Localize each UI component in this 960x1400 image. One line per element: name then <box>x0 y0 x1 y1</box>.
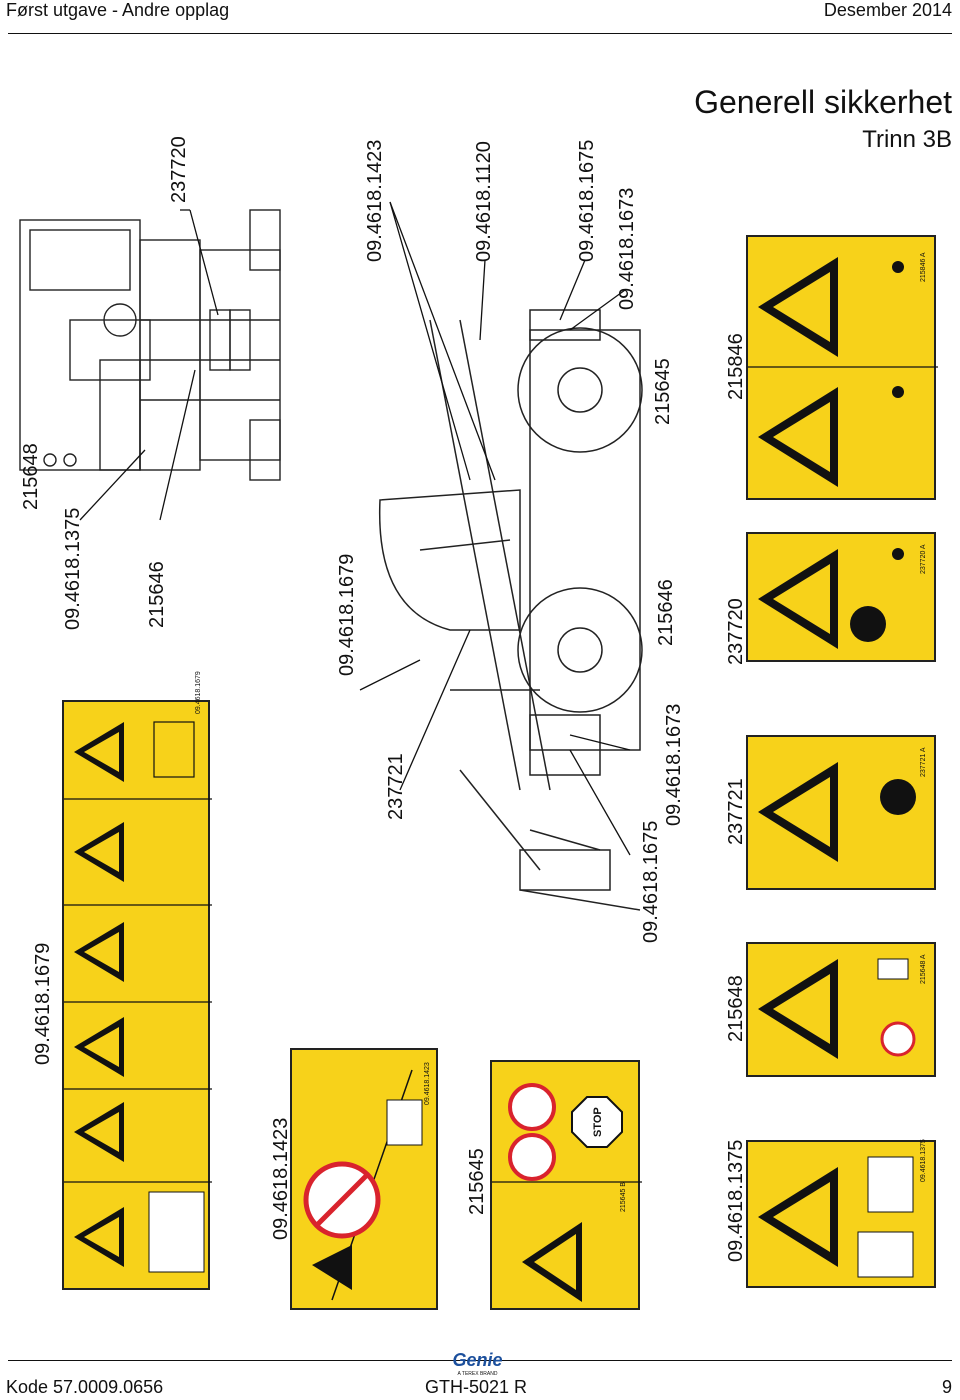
leader-lines-central <box>359 201 631 856</box>
label-4618-1679-left: 09.4618.1679 <box>32 942 54 1065</box>
decal-215648: 215648 A <box>746 942 936 1077</box>
page-subtitle: Trinn 3B <box>862 126 952 153</box>
decal-09-4618-1679: 09.4618.1679 <box>62 671 212 1290</box>
decal-215645: STOP 215645 B <box>490 1060 642 1310</box>
header-date: Desember 2014 <box>823 0 952 20</box>
label-237720-right: 237720 <box>725 598 747 665</box>
brand-tagline: A TEREX BRAND <box>457 1371 498 1377</box>
label-215846: 215846 <box>725 333 747 400</box>
decal-09-4618-1375: 09.4618.1375 <box>746 1139 936 1288</box>
decal-code: 09.4618.1679 <box>195 671 202 714</box>
decal-code: 237720 A <box>920 544 927 574</box>
decal-code: 237721 A <box>920 747 927 777</box>
label-237721-right: 237721 <box>725 778 747 845</box>
footer-model: GTH-5021 R <box>425 1377 528 1397</box>
machine-top-view <box>19 209 281 481</box>
label-4618-1673-mid: 09.4618.1673 <box>663 703 685 826</box>
decal-code: 215846 A <box>920 252 927 282</box>
page-title: Generell sikkerhet <box>694 84 952 120</box>
genie-logo: Genie A TEREX BRAND <box>440 1350 515 1377</box>
decal-09-4618-1423: 09.4618.1423 <box>290 1048 438 1310</box>
header-rule <box>8 33 952 34</box>
footer-rule <box>8 1360 952 1361</box>
label-4618-1375-bottom: 09.4618.1375 <box>725 1139 747 1262</box>
brand-name: Genie <box>452 1350 503 1370</box>
stop-sign-text: STOP <box>592 1107 604 1137</box>
label-215645-left: 215645 <box>466 1148 488 1215</box>
decal-code: 215645 B <box>620 1182 627 1212</box>
decal-215846: 215846 A <box>746 235 938 500</box>
leader-lines-topleft <box>79 209 219 521</box>
page-number: 9 <box>941 1377 952 1397</box>
machine-side-view <box>378 309 643 911</box>
decal-code: 09.4618.1375 <box>920 1139 927 1182</box>
decal-code: 09.4618.1423 <box>424 1062 431 1105</box>
header-edition: Først utgave - Andre opplag <box>6 0 230 20</box>
decal-237721: 237721 A <box>746 735 936 890</box>
decal-237720: 237720 A <box>746 532 936 662</box>
decal-code: 215648 A <box>920 954 927 984</box>
label-215648-right: 215648 <box>725 975 747 1042</box>
footer-code: Kode 57.0009.0656 <box>6 1377 164 1397</box>
